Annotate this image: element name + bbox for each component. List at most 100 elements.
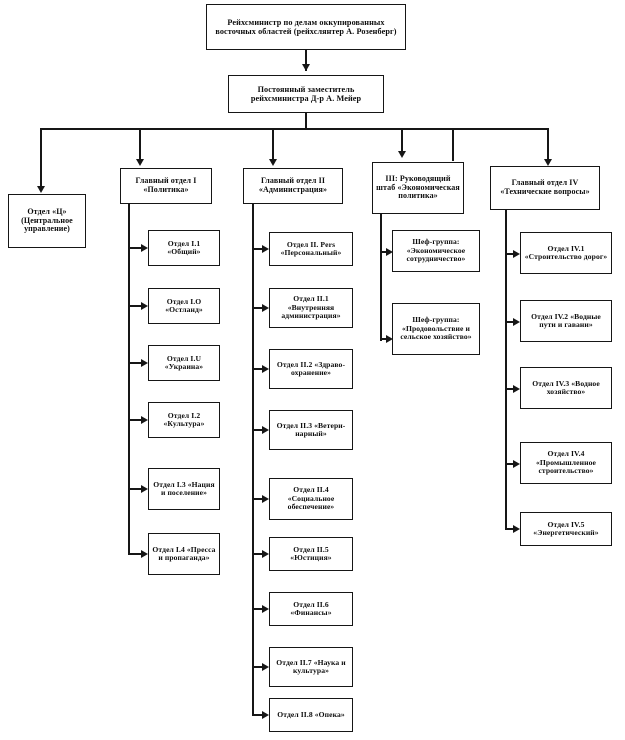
- node-reichsminister: Рейхсминистр по делам оккупированных вос…: [206, 4, 406, 50]
- node-label: Постоянный заместитель рейхсминистра Д-р…: [250, 84, 362, 103]
- node-deputy-minister: Постоянный заместитель рейхсминистра Д-р…: [228, 75, 384, 113]
- arrowhead-dept-iii: [397, 151, 406, 158]
- arrowhead-iv-2: [513, 385, 520, 393]
- node-dept-i-child-5: Отдел I.4 «Пресса и пропаганда»: [148, 533, 220, 575]
- branch-ii-3: [252, 429, 262, 431]
- node-label: Отдел IV.2 «Водные пути и гавани»: [531, 311, 601, 329]
- node-label: Отдел I.O «Остланд»: [165, 296, 203, 314]
- spine-dept-iii: [380, 214, 382, 341]
- node-dept-ii-header: Главный отдел II «Администрация»: [243, 168, 343, 204]
- node-label: Отдел I.1 «Общий»: [167, 238, 201, 256]
- node-dept-iv-child-4: Отдел IV.5 «Энергетический»: [520, 512, 612, 546]
- node-label: Отдел II.5 «Юстиция»: [290, 544, 332, 562]
- node-label: Отдел IV.4 «Промышленное строительство»: [536, 449, 596, 476]
- node-label: III: Руководящий штаб «Экономическая пол…: [376, 173, 460, 201]
- arrowhead-i-1: [141, 302, 148, 310]
- node-dept-ii-child-1: Отдел II.1 «Внутренняя администрация»: [269, 288, 353, 328]
- branch-ii-0: [252, 248, 262, 250]
- node-label: Отдел I.2 «Культура»: [163, 410, 205, 428]
- arrowhead-ii-3: [262, 426, 269, 434]
- arrowhead-iii-1: [386, 335, 393, 343]
- arrowhead-dept-iv: [543, 159, 552, 166]
- branch-ii-6: [252, 608, 262, 610]
- arrowhead-i-5: [141, 550, 148, 558]
- node-dept-i-header: Главный отдел I «Политика»: [120, 168, 212, 204]
- branch-iv-2: [505, 388, 513, 390]
- arrowhead-ii-6: [262, 605, 269, 613]
- arrowhead-i-0: [141, 244, 148, 252]
- node-dept-ii-child-2: Отдел II.2 «Здраво-охранение»: [269, 349, 353, 389]
- node-dept-i-child-4: Отдел I.3 «Нация и поселение»: [148, 468, 220, 510]
- branch-ii-7: [252, 666, 262, 668]
- branch-iii-0: [380, 251, 386, 253]
- arrowhead-iv-0: [513, 250, 520, 258]
- node-label: Отдел IV.3 «Водное хозяйство»: [532, 378, 600, 396]
- node-dept-iv-header: Главный отдел IV «Технические вопросы»: [490, 166, 600, 210]
- arrowhead-iv-3: [513, 460, 520, 468]
- node-label: Главный отдел IV «Технические вопросы»: [500, 178, 590, 196]
- arrowhead-iii-0: [386, 248, 393, 256]
- branch-ii-5: [252, 553, 262, 555]
- arrowhead-deputy: [301, 64, 310, 71]
- arrowhead-ii-0: [262, 245, 269, 253]
- arrowhead-dept-ii: [268, 159, 277, 166]
- spine-dept-iv: [505, 210, 507, 530]
- arrowhead-iv-4: [513, 525, 520, 533]
- node-dept-i-child-3: Отдел I.2 «Культура»: [148, 402, 220, 438]
- node-dept-ii-child-3: Отдел II.3 «Ветери-нарный»: [269, 410, 353, 450]
- arrowhead-dept-i: [135, 159, 144, 166]
- branch-i-2: [128, 362, 141, 364]
- connector-drop-dept-iv: [547, 128, 549, 161]
- node-dept-iv-child-3: Отдел IV.4 «Промышленное строительство»: [520, 442, 612, 484]
- node-dept-iii-child-0: Шеф-группа: «Экономическое сотрудничеств…: [392, 230, 480, 272]
- spine-dept-i: [128, 204, 130, 555]
- node-label: Отдел II.8 «Опека»: [277, 709, 345, 719]
- arrowhead-i-2: [141, 359, 148, 367]
- branch-i-3: [128, 419, 141, 421]
- branch-iv-4: [505, 528, 513, 530]
- node-central-administration: Отдел «Ц» (Центральное управление): [8, 194, 86, 248]
- branch-iv-1: [505, 321, 513, 323]
- arrowhead-ii-8: [262, 711, 269, 719]
- arrowhead-i-3: [141, 416, 148, 424]
- node-label: Отдел «Ц» (Центральное управление): [21, 206, 73, 234]
- branch-i-5: [128, 553, 141, 555]
- node-dept-i-child-2: Отдел I.U «Украина»: [148, 345, 220, 381]
- node-label: Главный отдел II «Администрация»: [258, 176, 328, 194]
- node-label: Отдел II.6 «Финансы»: [290, 599, 332, 617]
- arrowhead-i-4: [141, 485, 148, 493]
- spine-dept-ii: [252, 204, 254, 714]
- node-label: Отдел II. Pers «Персональный»: [280, 239, 342, 257]
- node-label: Отдел II.2 «Здраво-охранение»: [276, 359, 346, 377]
- branch-ii-4: [252, 498, 262, 500]
- connector-bus-to-dept-iv: [452, 128, 454, 161]
- connector-bus-to-central: [40, 128, 42, 188]
- branch-ii-1: [252, 307, 262, 309]
- node-label: Главный отдел I «Политика»: [135, 176, 197, 194]
- node-dept-iv-child-2: Отдел IV.3 «Водное хозяйство»: [520, 367, 612, 409]
- node-dept-ii-child-5: Отдел II.5 «Юстиция»: [269, 537, 353, 571]
- node-dept-ii-child-6: Отдел II.6 «Финансы»: [269, 592, 353, 626]
- arrowhead-ii-2: [262, 365, 269, 373]
- node-dept-ii-child-8: Отдел II.8 «Опека»: [269, 698, 353, 732]
- node-label: Отдел I.3 «Нация и поселение»: [153, 479, 215, 497]
- node-dept-iv-child-0: Отдел IV.1 «Строительство дорог»: [520, 232, 612, 274]
- node-label: Отдел II.4 «Социальное обеспечение»: [287, 485, 335, 512]
- arrowhead-ii-5: [262, 550, 269, 558]
- node-label: Отдел II.1 «Внутренняя администрация»: [281, 294, 341, 321]
- node-label: Отдел I.U «Украина»: [164, 353, 204, 371]
- connector-root-to-deputy: [305, 50, 307, 71]
- branch-iv-3: [505, 463, 513, 465]
- node-label: Шеф-группа: «Экономическое сотрудничеств…: [406, 237, 466, 264]
- node-label: Шеф-группа: «Продовольствие и сельское х…: [400, 315, 472, 342]
- arrowhead-iv-1: [513, 318, 520, 326]
- branch-i-1: [128, 305, 141, 307]
- node-label: Отдел I.4 «Пресса и пропаганда»: [152, 544, 216, 562]
- node-label: Отдел IV.5 «Энергетический»: [533, 519, 599, 537]
- branch-ii-8: [252, 714, 262, 716]
- arrowhead-ii-1: [262, 304, 269, 312]
- node-dept-i-child-1: Отдел I.O «Остланд»: [148, 288, 220, 324]
- connector-deputy-to-bus: [305, 113, 307, 128]
- node-label: Отдел II.3 «Ветери-нарный»: [276, 420, 346, 438]
